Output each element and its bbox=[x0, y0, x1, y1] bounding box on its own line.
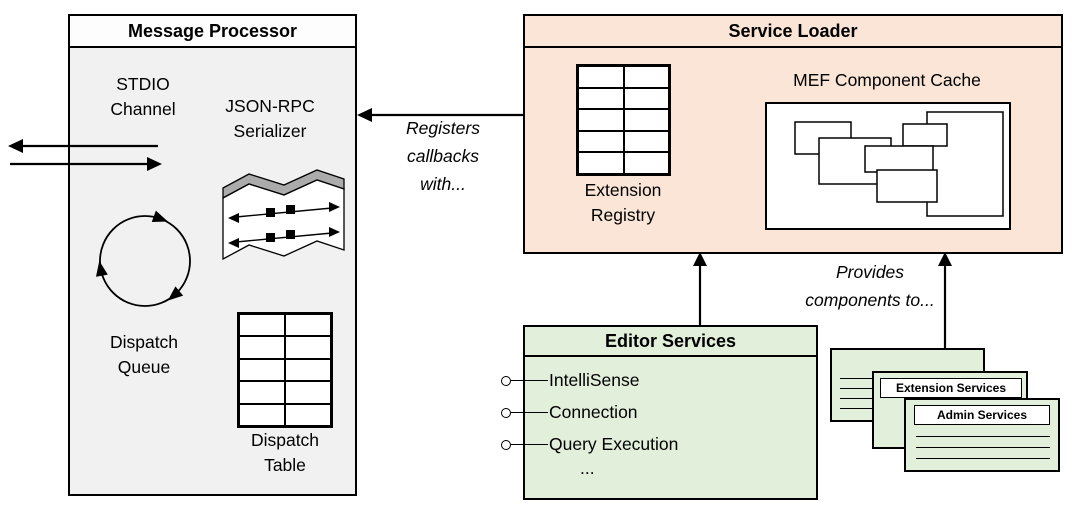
mef-component-cache-label: MEF Component Cache bbox=[793, 70, 981, 90]
card-text-line bbox=[916, 458, 1050, 459]
interface-lollipop-circle bbox=[501, 408, 511, 418]
service-card-admin-services: Admin Services bbox=[904, 398, 1060, 472]
editor-service-item-connection: Connection bbox=[549, 402, 638, 422]
registers-callbacks-arrow bbox=[357, 108, 523, 122]
dispatch-table-icon bbox=[237, 312, 333, 428]
extension-registry-icon bbox=[576, 64, 671, 176]
registers-callbacks-annotation: Registers callbacks with... bbox=[406, 118, 480, 194]
mef-component-cluster-icon bbox=[794, 111, 1004, 217]
json-rpc-serializer-label: JSON-RPC Serializer bbox=[225, 96, 315, 142]
card-text-line bbox=[916, 447, 1050, 448]
card-text-line bbox=[840, 398, 888, 399]
stdio-channel-label: STDIO Channel bbox=[110, 74, 176, 120]
card-text-line bbox=[840, 408, 888, 409]
editor-services-title: Editor Services bbox=[525, 327, 816, 357]
admin-services-label: Admin Services bbox=[914, 405, 1050, 425]
card-text-line bbox=[916, 436, 1050, 437]
interface-lollipop-line bbox=[510, 444, 548, 445]
message-processor-box: Message Processor bbox=[68, 14, 357, 496]
interface-lollipop-circle bbox=[501, 376, 511, 386]
dispatch-queue-label: Dispatch Queue bbox=[109, 332, 179, 378]
extension-registry-label: Extension Registry bbox=[584, 180, 662, 226]
editor-services-box: Editor Services bbox=[523, 325, 818, 500]
provides-components-annotation: Provides components to... bbox=[805, 262, 935, 310]
dispatch-table-label: Dispatch Table bbox=[250, 430, 320, 476]
editor-service-item-ellipsis: ... bbox=[580, 458, 595, 478]
interface-lollipop-line bbox=[510, 412, 548, 413]
mef-component-cache-box bbox=[765, 102, 1011, 230]
message-processor-title: Message Processor bbox=[70, 16, 355, 48]
editor-services-to-loader-arrow bbox=[693, 252, 707, 326]
interface-lollipop-line bbox=[510, 380, 548, 381]
card-text-line bbox=[840, 378, 888, 379]
interface-lollipop-circle bbox=[501, 440, 511, 450]
service-loader-title: Service Loader bbox=[525, 16, 1061, 48]
card-text-line bbox=[840, 388, 888, 389]
stdio-bidirectional-arrows bbox=[8, 139, 162, 171]
dispatch-queue-cycle-icon bbox=[95, 210, 191, 307]
editor-service-item-query-execution: Query Execution bbox=[549, 434, 679, 454]
extension-services-label: Extension Services bbox=[880, 378, 1022, 398]
serializer-ribbon-icon bbox=[222, 169, 345, 261]
editor-service-item-intellisense: IntelliSense bbox=[549, 370, 640, 390]
service-cards-to-loader-arrow bbox=[938, 252, 952, 349]
